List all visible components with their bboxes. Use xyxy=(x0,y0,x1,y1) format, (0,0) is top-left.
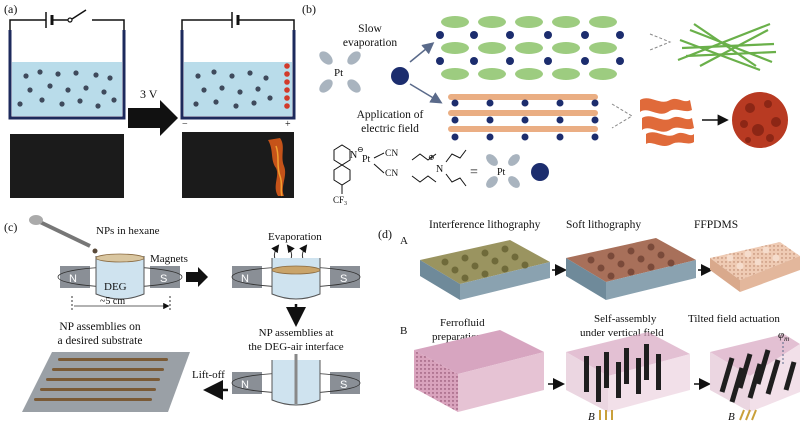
panel-b-label: (b) xyxy=(302,2,316,16)
deg-label: DEG xyxy=(104,281,127,293)
electric-line1: Application of xyxy=(357,109,424,121)
chemical-formula: N ⊖ Pt CN CN CF3 ⊕ N = xyxy=(333,144,478,207)
b-field-label-1: B xyxy=(588,411,595,423)
substrate-line1: NP assemblies on xyxy=(59,321,141,333)
interface-line1: NP assemblies at xyxy=(259,327,334,339)
substrate-line2: a desired substrate xyxy=(58,335,143,347)
row-b-label: B xyxy=(400,325,407,337)
pt-label-2: Pt xyxy=(497,167,506,178)
self-assembly-line1: Self-assembly xyxy=(594,313,657,325)
tilted-label: Tilted field actuation xyxy=(688,313,780,325)
arrow-slow-evap xyxy=(409,42,435,63)
s-pole-2: S xyxy=(340,273,347,285)
ferrofluid-line1: Ferrofluid xyxy=(440,317,485,329)
pt-complex-icon-2: Pt xyxy=(486,154,520,188)
magnet-s-3 xyxy=(330,372,360,394)
solution-after xyxy=(184,62,292,116)
formula-n: N xyxy=(350,150,357,161)
n-pole-3: N xyxy=(241,379,249,391)
s-pole-3: S xyxy=(340,379,347,391)
arrow-c1 xyxy=(186,267,208,287)
panel-d: (d) A B Interference lithography Soft li… xyxy=(378,219,800,423)
interference-label: Interference lithography xyxy=(429,219,541,231)
formula-cn2: CN xyxy=(385,169,398,179)
substrate xyxy=(22,352,190,412)
block-b3: B φm xyxy=(710,329,800,423)
setup-evaporation: Evaporation N S xyxy=(231,231,361,300)
open-switch xyxy=(71,9,87,20)
plus-sign: + xyxy=(285,119,291,130)
b-field-label-2: B xyxy=(728,411,735,423)
minus-sign: − xyxy=(182,119,188,130)
row-a-label: A xyxy=(400,235,408,247)
anion-icon xyxy=(391,67,409,85)
pt-complex-icon: Pt xyxy=(319,51,361,93)
formula-minus: ⊖ xyxy=(357,145,364,154)
setup-deposit: N S DEG ~5 cm xyxy=(57,253,183,312)
process-arrow xyxy=(128,100,178,136)
voltage-label: 3 V xyxy=(140,87,158,101)
switch-contact xyxy=(67,17,73,23)
block-b1 xyxy=(414,330,544,412)
size-label: ~5 cm xyxy=(100,296,125,307)
photo-before xyxy=(10,134,124,198)
droplet xyxy=(92,248,98,254)
ffpdms-label: FFPDMS xyxy=(694,219,738,231)
interface-line2: the DEG-air interface xyxy=(248,341,343,353)
particles-after xyxy=(193,69,273,109)
block-a2 xyxy=(566,238,696,300)
n-pole-1: N xyxy=(69,273,77,285)
nanoparticle-chains xyxy=(34,358,168,401)
panel-b: (b) Pt Slow evaporation Application of e… xyxy=(302,2,788,207)
panel-a-label: (a) xyxy=(4,2,17,16)
beaker-after xyxy=(180,12,296,120)
beaker-2 xyxy=(271,258,321,300)
electric-line2: electric field xyxy=(361,123,419,135)
slow-evap-line1: Slow xyxy=(358,23,382,35)
panel-c-label: (c) xyxy=(4,220,17,234)
formula-pt: Pt xyxy=(362,154,371,165)
magnet-s-2 xyxy=(330,266,360,288)
block-a3 xyxy=(710,242,800,292)
beaker-1 xyxy=(95,256,145,300)
s-pole-1: S xyxy=(160,273,167,285)
formula-n2: N xyxy=(436,164,443,175)
anion-icon-2 xyxy=(531,163,549,181)
panel-d-label: (d) xyxy=(378,227,392,241)
orange-sheets xyxy=(640,98,694,146)
slow-evap-line2: evaporation xyxy=(343,37,398,49)
formula-plus: ⊕ xyxy=(428,153,435,162)
magnet-n-2 xyxy=(232,266,262,288)
nps-hexane-label: NPs in hexane xyxy=(96,225,160,237)
magnet-n-3 xyxy=(232,372,262,394)
n-pole-2: N xyxy=(241,273,249,285)
beaker-before xyxy=(8,9,126,120)
pipette xyxy=(39,220,91,248)
pt-label: Pt xyxy=(334,67,343,79)
magnets-label: Magnets xyxy=(150,253,188,265)
particles-before xyxy=(17,69,117,109)
panel-a: (a) 3 V xyxy=(4,2,296,198)
formula-cn1: CN xyxy=(385,149,398,159)
equals-sign: = xyxy=(470,165,478,180)
panel-c: (c) NPs in hexane Magnets N S DEG ~5 cm … xyxy=(4,215,361,412)
arrow-electric xyxy=(409,83,443,104)
particles-at-electrode xyxy=(284,63,290,109)
evaporation-label: Evaporation xyxy=(268,231,322,243)
soft-label: Soft lithography xyxy=(566,219,641,231)
lift-off-label: Lift-off xyxy=(192,369,225,381)
phi-label: φm xyxy=(778,329,789,343)
orange-lattice xyxy=(448,94,599,141)
green-lattice xyxy=(436,16,624,80)
block-b2: B xyxy=(566,332,690,423)
block-a1 xyxy=(420,240,550,300)
formula-cf3: CF3 xyxy=(333,195,347,207)
green-fiber-bundle xyxy=(677,22,777,72)
setup-liftoff: N S xyxy=(231,354,361,406)
